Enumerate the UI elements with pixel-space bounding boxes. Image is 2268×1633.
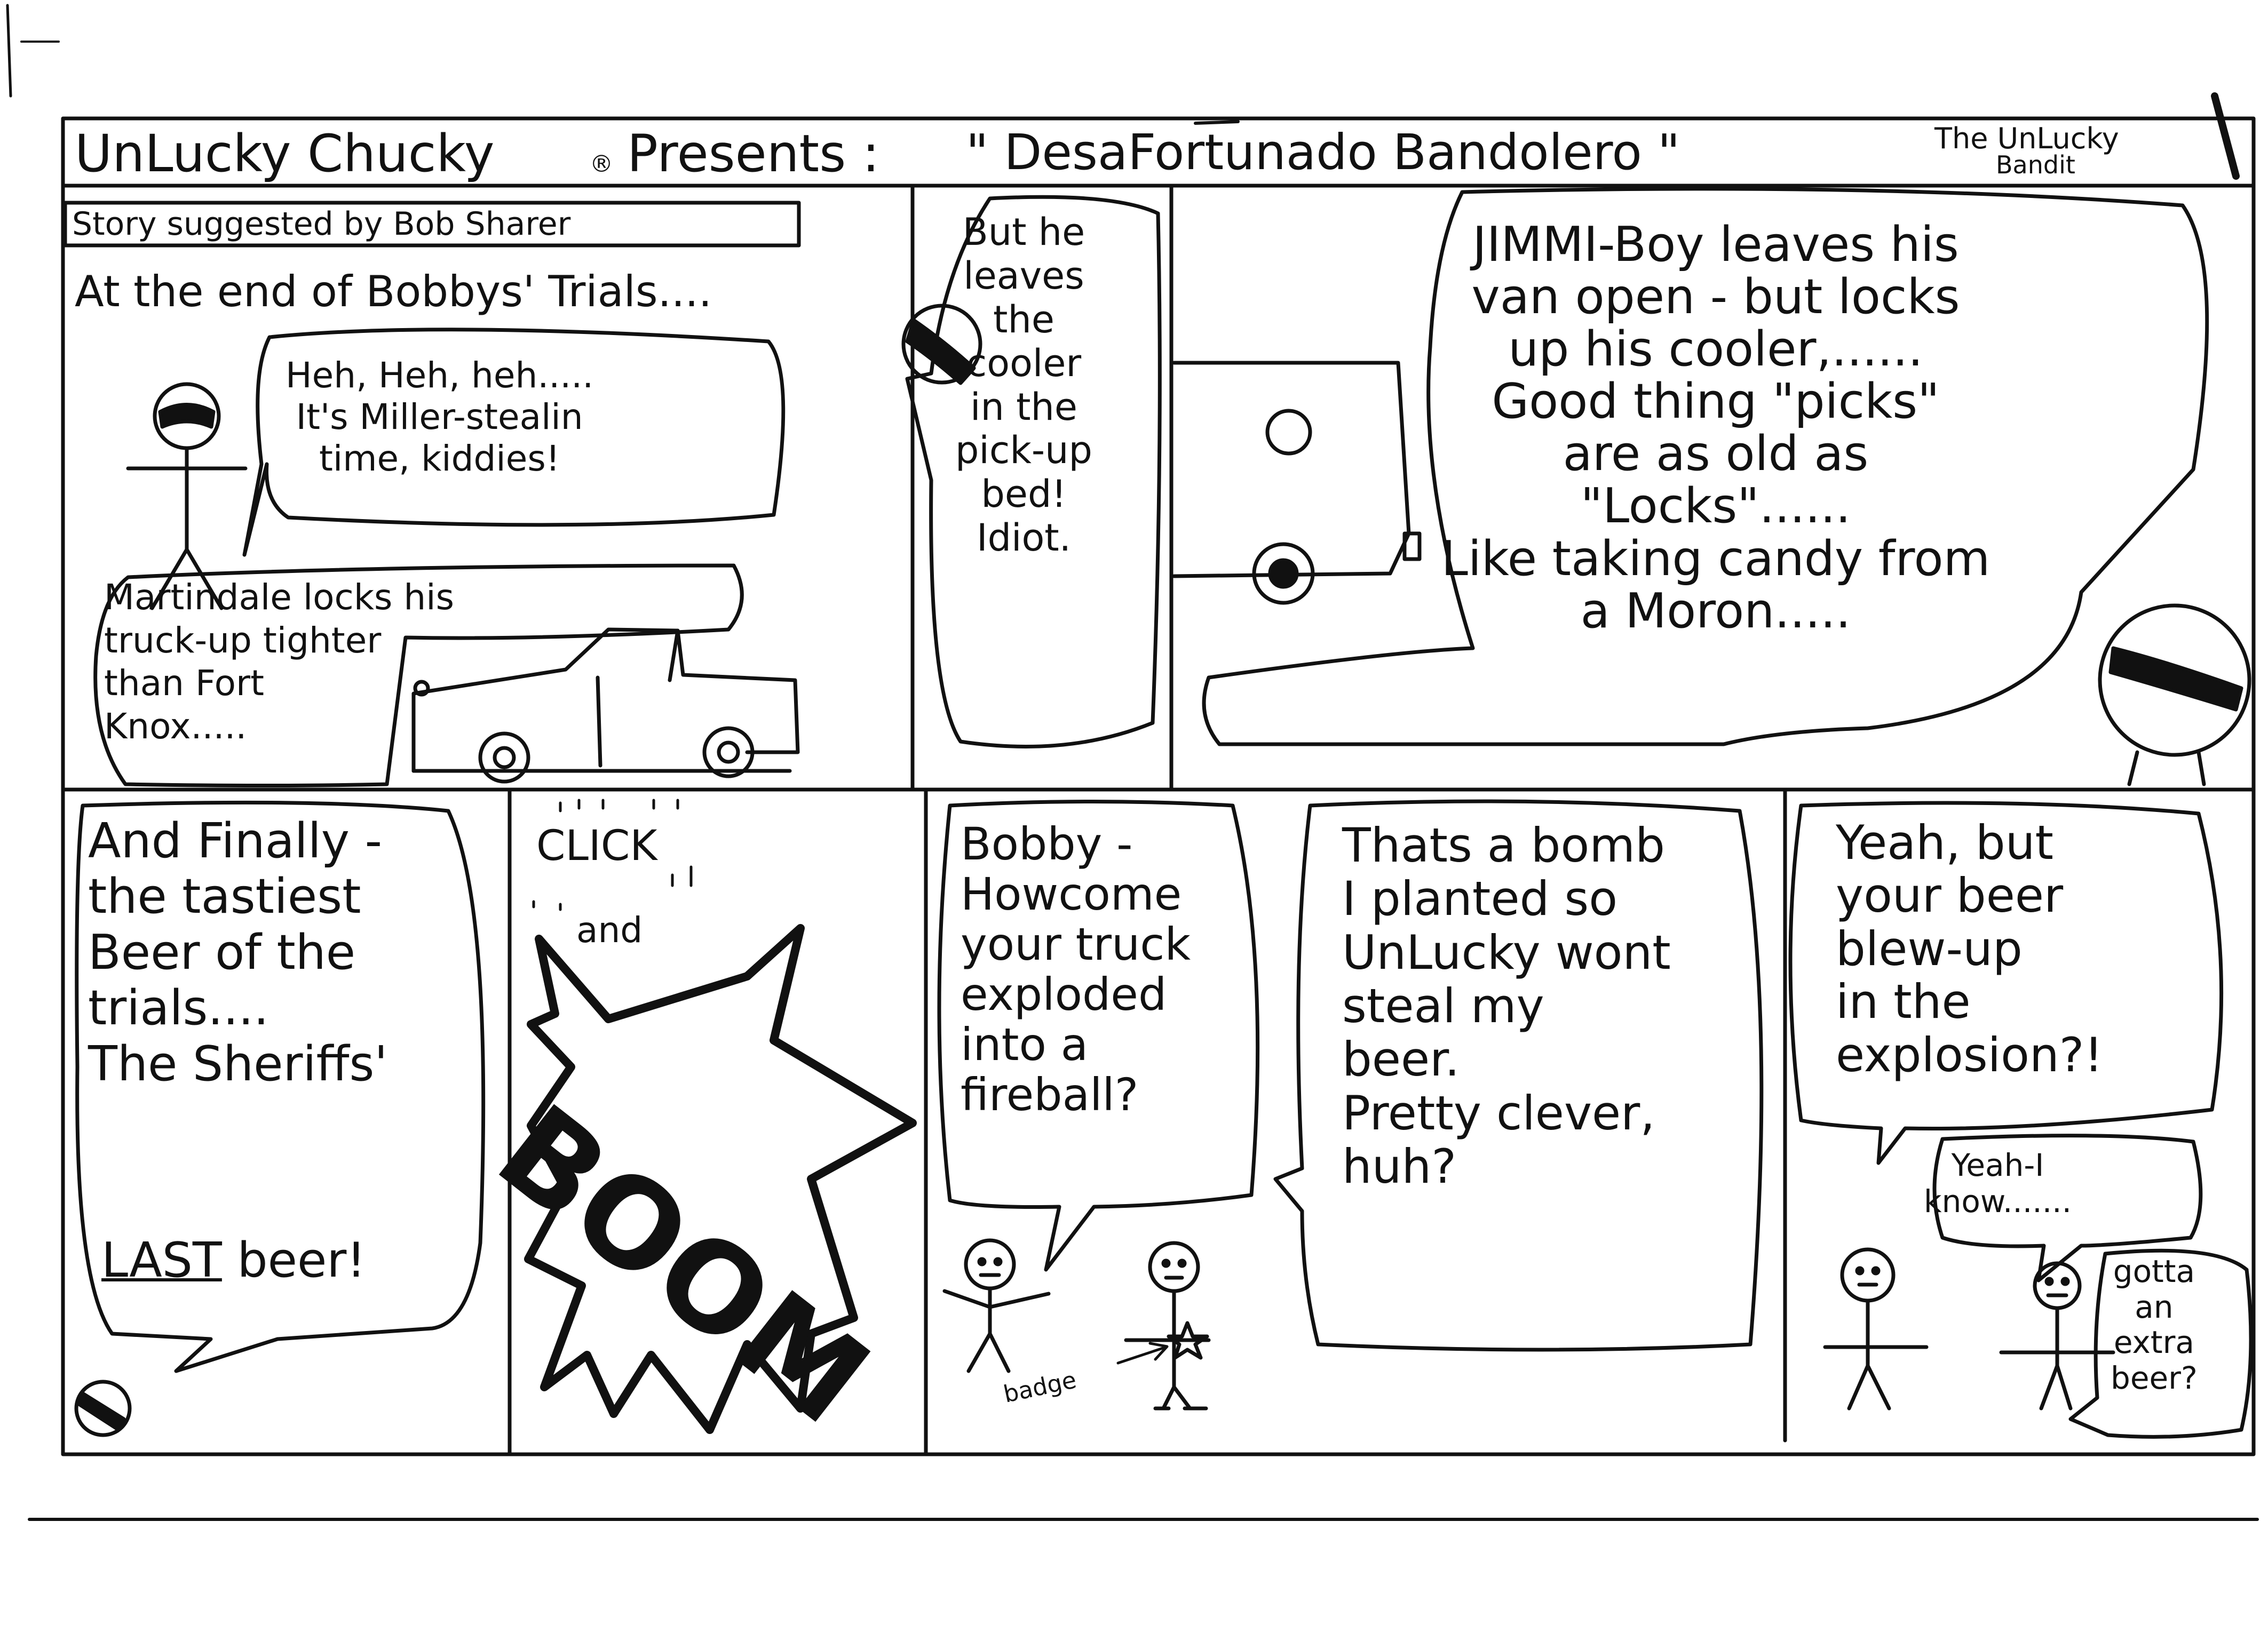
pickup-truck-drawing xyxy=(411,627,800,784)
and-text: and xyxy=(576,910,643,951)
question-speech-bubble xyxy=(937,800,1260,1272)
click-sound-text: CLICK xyxy=(536,822,657,870)
bobby-figure xyxy=(942,1238,1051,1373)
story-credit: Story suggested by Bob Sharer xyxy=(72,205,571,243)
answer-speech-bubble xyxy=(1273,799,1764,1352)
bandit-speech-bubble xyxy=(242,328,786,557)
yeah-but-speech-text: Yeah, but your beer blew-up in the explo… xyxy=(1836,815,2103,1082)
answer-speech-text: Thats a bomb I planted so UnLucky wont s… xyxy=(1342,818,1671,1194)
bandit-figure xyxy=(126,382,248,610)
comic-frame xyxy=(61,116,2256,1456)
van-drawing xyxy=(1172,361,1422,605)
badge-star xyxy=(1167,1321,1209,1360)
yeah-but-speech-bubble xyxy=(1788,801,2224,1165)
aside-speech-bubble xyxy=(2068,1248,2253,1439)
sheriff-figure-2 xyxy=(1999,1261,2115,1411)
narration-bubble xyxy=(93,563,744,787)
reply-speech-bubble xyxy=(1932,1134,2203,1282)
last-beer-speech-text: And Finally - the tastiest Beer of the t… xyxy=(88,813,388,1092)
van-speech-bubble xyxy=(1202,187,2209,746)
panel1-caption: At the end of Bobbys' Trials.... xyxy=(75,267,712,316)
comic-subtitle-top: The UnLucky xyxy=(1934,122,2119,155)
badge-arrow xyxy=(1116,1342,1169,1365)
bandit-head-peek xyxy=(901,304,982,385)
last-beer-final-line: LAST beer! xyxy=(101,1232,366,1289)
comic-title-left: UnLucky Chucky xyxy=(75,124,495,184)
beer-word: beer! xyxy=(237,1232,366,1288)
reply-speech-text: Yeah-I know....... xyxy=(1924,1147,2072,1220)
click-sound-lines xyxy=(532,799,693,911)
comic-title-presents: Presents : xyxy=(627,124,880,184)
question-speech-text: Bobby - Howcome your truck exploded into… xyxy=(961,818,1191,1121)
aside-speech-text: gotta an extra beer? xyxy=(2111,1253,2198,1397)
registered-mark: ® xyxy=(590,150,613,178)
bandit-head-corner xyxy=(2098,603,2251,786)
last-word-underlined: LAST xyxy=(101,1232,222,1288)
boom-explosion xyxy=(524,924,917,1434)
sheriff-figure xyxy=(1124,1241,1211,1411)
narration-text: Martindale locks his truck-up tighter th… xyxy=(104,577,454,747)
van-speech-text: JIMMI-Boy leaves his van open - but lock… xyxy=(1441,217,1991,639)
comic-subtitle-bottom: Bandit xyxy=(1996,150,2075,179)
last-beer-speech-bubble xyxy=(75,800,486,1373)
bandit-head-small xyxy=(74,1380,132,1437)
credit-box xyxy=(63,201,801,248)
comic-title-main: " DesaFortunado Bandolero " xyxy=(966,124,1680,181)
cooler-speech-bubble xyxy=(905,195,1162,748)
cooler-speech-text: But he leaves the cooler in the pick-up … xyxy=(955,210,1092,560)
unlucky-figure xyxy=(1823,1247,1929,1411)
bandit-speech-text: Heh, Heh, heh..... It's Miller-stealin t… xyxy=(286,355,594,479)
